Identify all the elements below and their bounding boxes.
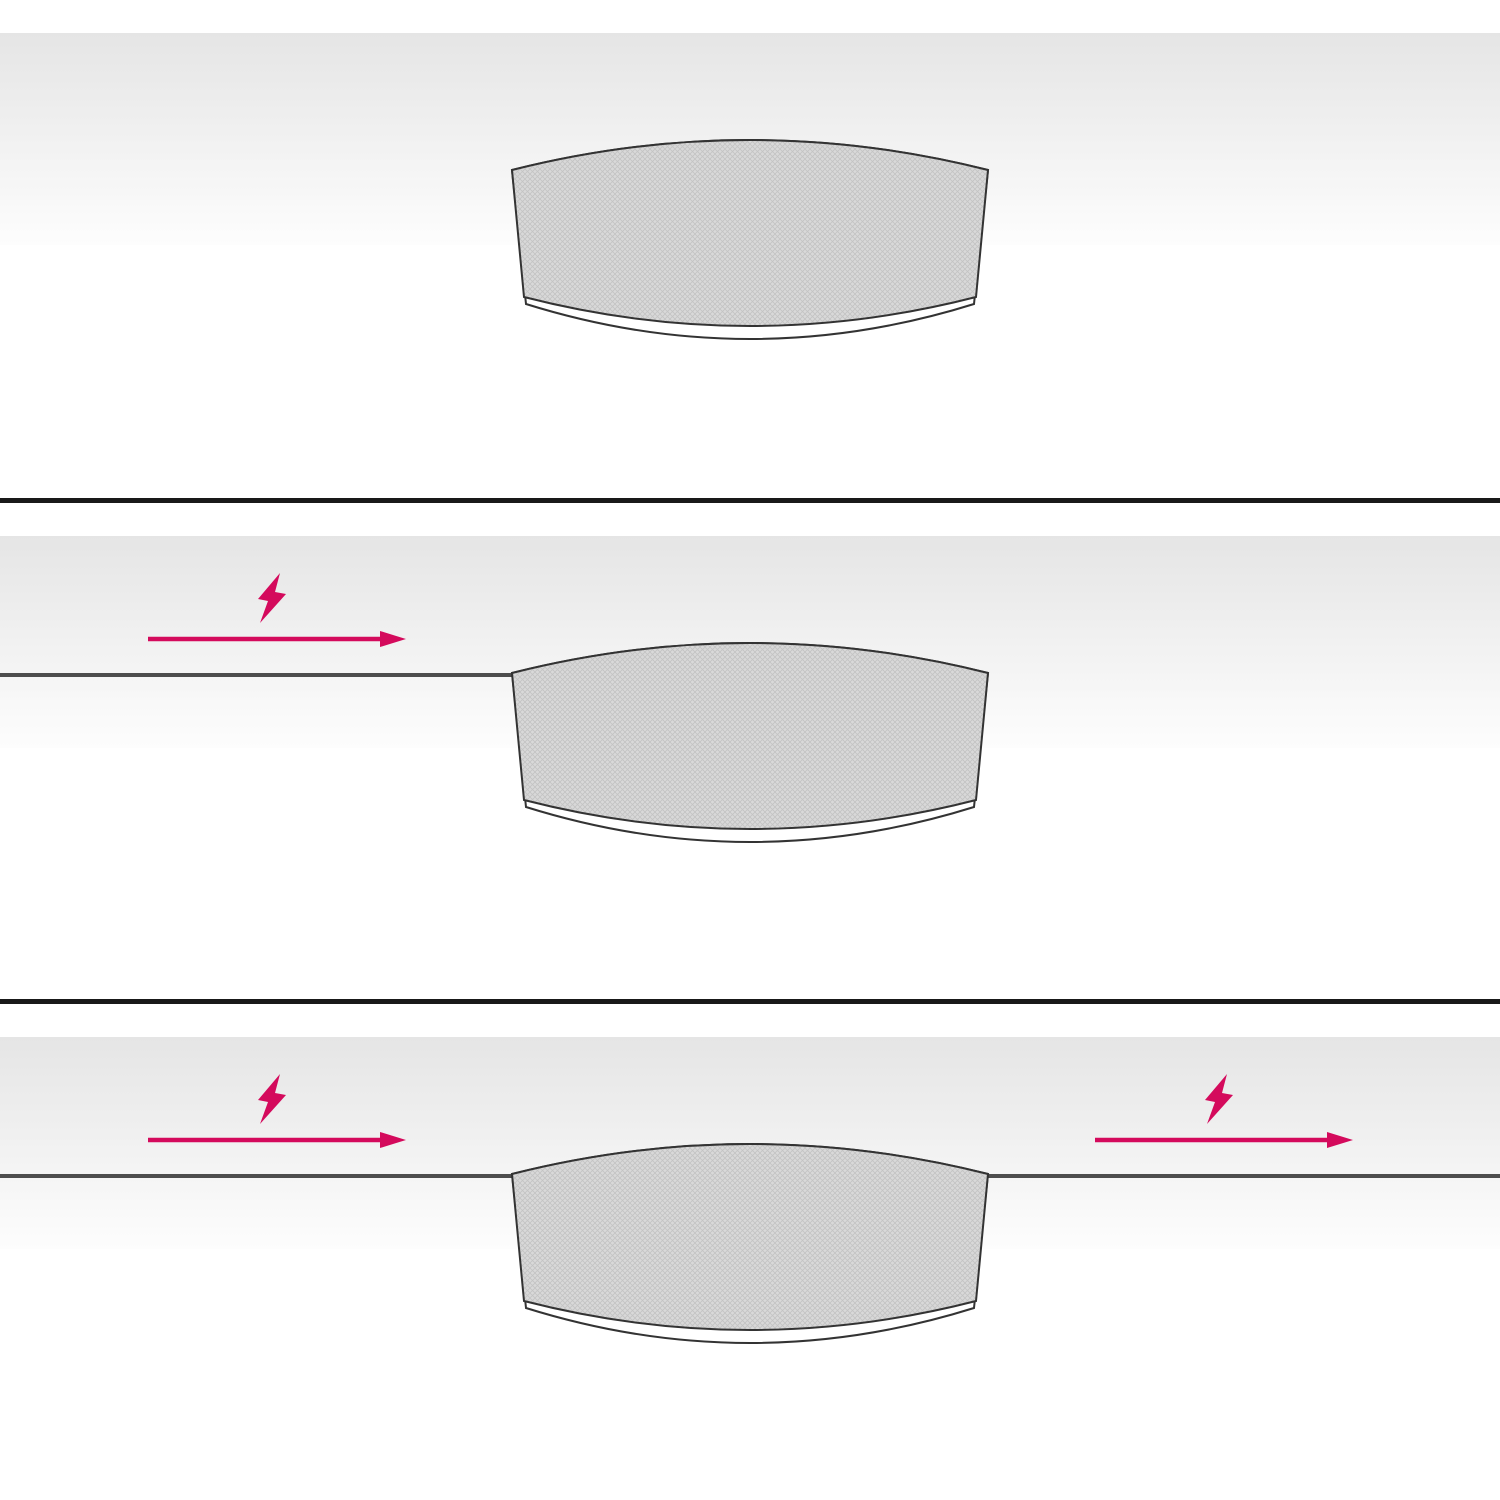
panel-lamp-cable-pass-through [0,999,1500,1500]
lightning-bolt-icon [1205,1074,1233,1124]
panel-lamp-no-cable [0,0,1500,498]
lightning-bolt-icon [258,573,286,623]
power-flow-right [1095,1074,1355,1164]
power-cable-right [986,1174,1500,1178]
panel-lamp-cable-in-left [0,498,1500,999]
lamp-fabric-body [510,139,990,327]
lamp-fabric-body [510,1143,990,1331]
drum-lampshade [510,139,990,340]
arrow-right-icon [148,631,406,647]
power-flow-left [148,1074,408,1164]
drum-lampshade [510,642,990,843]
arrow-right-icon [148,1132,406,1148]
lightning-bolt-icon [258,1074,286,1124]
power-cable-left [0,1174,514,1178]
drum-lampshade [510,1143,990,1344]
power-flow-left [148,573,408,663]
arrow-right-icon [1095,1132,1353,1148]
power-cable-left [0,673,514,677]
lamp-fabric-body [510,642,990,830]
